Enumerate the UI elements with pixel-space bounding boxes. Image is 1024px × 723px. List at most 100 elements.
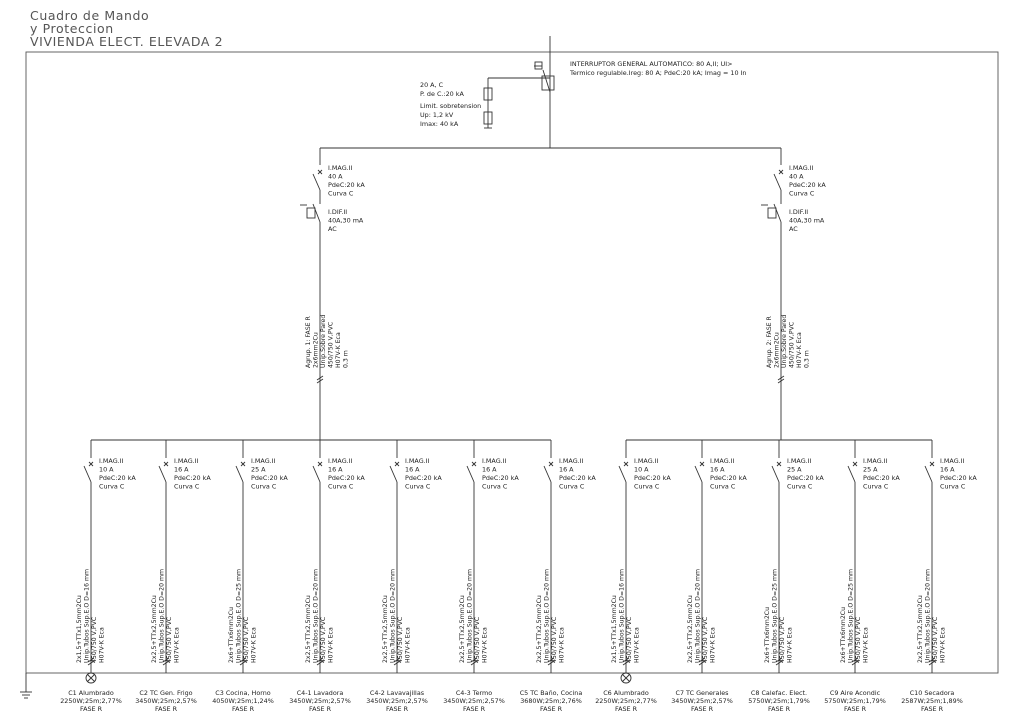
circuit-8-cable-label: 450/750 V,PVC bbox=[626, 617, 633, 663]
circuit-11-name: C9 Aire Acondic bbox=[830, 689, 881, 697]
group-2-breaker-label: Curva C bbox=[789, 190, 815, 198]
circuit-12-breaker-label: Curva C bbox=[940, 483, 966, 491]
group-1-toroid bbox=[306, 207, 316, 219]
circuit-4-breaker-label: I.MAG.II bbox=[328, 457, 353, 465]
circuit-12-load: 2587W;25m;1,89% bbox=[901, 697, 963, 705]
circuit-12-breaker-label: 16 A bbox=[940, 466, 955, 474]
circuit-9-cable-label: Unip.Tubos Sup.E.O D=20 mm bbox=[695, 569, 702, 663]
circuit-3-cable-label: 2x6+TTx6mm2Cu bbox=[228, 607, 235, 663]
group-2-cable-label: 2x6mm2Cu bbox=[774, 332, 781, 368]
circuit-5-cable-label: 450/750 V,PVC bbox=[397, 617, 404, 663]
circuit-10-breaker-cross bbox=[776, 461, 782, 467]
group-1-cable-label: H07V-K Eca bbox=[335, 332, 342, 368]
circuit-5-cable-label: Unip.Tubos Sup.E.O D=20 mm bbox=[390, 569, 397, 663]
group-2-magnetotermico-cross bbox=[778, 169, 784, 175]
group-2-cable-label: Agrup. 2: FASE R bbox=[766, 315, 773, 368]
circuit-12-cable-mark bbox=[928, 660, 936, 666]
circuit-1-lamp-icon-x bbox=[87, 674, 95, 682]
circuit-10-cable-mark bbox=[775, 660, 783, 666]
circuit-10-cable-label: H07V-K Eca bbox=[787, 627, 794, 663]
circuit-12-breaker-label: PdeC:20 kA bbox=[940, 474, 977, 482]
surge-limiter-label: Imax: 40 kA bbox=[420, 120, 459, 128]
circuit-6-breaker-label: PdeC:20 kA bbox=[482, 474, 519, 482]
circuit-6-load: 3450W;25m;2,57% bbox=[443, 697, 505, 705]
circuit-6-cable-label: 450/750 V,PVC bbox=[474, 617, 481, 663]
circuit-8-breaker-cross bbox=[623, 461, 629, 467]
circuit-2-cable-label: H07V-K Eca bbox=[174, 627, 181, 663]
circuit-10-breaker-label: 25 A bbox=[787, 466, 802, 474]
circuit-11-load: 5750W;25m;1,79% bbox=[824, 697, 886, 705]
group-1-cable-label: 0,3 m bbox=[343, 350, 350, 368]
circuit-4-breaker-cross bbox=[317, 461, 323, 467]
group-1-differential-label: I.DIF.II bbox=[328, 208, 347, 216]
circuit-2-cable-label: Unip.Tubos Sup.E.O D=20 mm bbox=[159, 569, 166, 663]
circuit-1-breaker-label: 10 A bbox=[99, 466, 114, 474]
circuit-3-cable-label: H07V-K Eca bbox=[251, 627, 258, 663]
circuit-7-breaker-cross bbox=[548, 461, 554, 467]
circuit-11-breaker-label: 25 A bbox=[863, 466, 878, 474]
circuit-3-phase: FASE R bbox=[232, 705, 255, 713]
group-1-breaker-label: I.MAG.II bbox=[328, 164, 353, 172]
group-2-cable-label: 450/750 V,PVC bbox=[789, 322, 796, 368]
circuit-8-lamp-icon bbox=[620, 672, 632, 684]
group-1-cable-mark bbox=[316, 375, 324, 381]
circuit-1-cable-label: 450/750 V,PVC bbox=[91, 617, 98, 663]
main-breaker-blade bbox=[542, 69, 551, 93]
circuit-10-name: C8 Calefac. Elect. bbox=[751, 689, 807, 697]
circuit-11-cable-label: 2x6+TTx6mm2Cu bbox=[840, 607, 847, 663]
group-2-cable-label: H07V-K Eca bbox=[796, 332, 803, 368]
circuit-7-cable-label: 2x2,5+TTx2,5mm2Cu bbox=[536, 595, 543, 663]
circuit-9-load: 3450W;25m;2,57% bbox=[671, 697, 733, 705]
circuit-3-breaker-cross bbox=[240, 461, 246, 467]
circuit-2-cable-label: 2x2,5+TTx2,5mm2Cu bbox=[151, 595, 158, 663]
circuit-8-cable-mark bbox=[622, 660, 630, 666]
circuit-1-breaker-label: I.MAG.II bbox=[99, 457, 124, 465]
circuit-5-cable-mark bbox=[393, 657, 401, 663]
circuit-8-load: 2250W;25m;2,77% bbox=[595, 697, 657, 705]
circuit-1-name: C1 Alumbrado bbox=[68, 689, 114, 697]
circuit-12-breaker-cross bbox=[929, 461, 935, 467]
circuit-9-breaker bbox=[694, 465, 703, 483]
circuit-3-breaker-label: 25 A bbox=[251, 466, 266, 474]
circuit-7-breaker-label: 16 A bbox=[559, 466, 574, 474]
circuit-3-breaker-label: I.MAG.II bbox=[251, 457, 276, 465]
group-1-breaker-label: 40 A bbox=[328, 173, 343, 181]
circuit-6-breaker bbox=[466, 465, 475, 483]
circuit-1-cable-mark bbox=[87, 660, 95, 666]
circuit-4-cable-mark bbox=[316, 660, 324, 666]
circuit-2-breaker-label: I.MAG.II bbox=[174, 457, 199, 465]
circuit-7-cable-mark bbox=[547, 657, 555, 663]
group-2-magnetotermico bbox=[773, 173, 782, 191]
circuit-2-breaker-label: Curva C bbox=[174, 483, 200, 491]
circuit-4-cable-label: Unip.Tubos Sup.E.O D=20 mm bbox=[313, 569, 320, 663]
circuit-10-cable-label: 450/750 V,PVC bbox=[779, 617, 786, 663]
surge-fuse-label: P. de C.:20 kA bbox=[420, 90, 464, 98]
group-1-cable-label: 450/750 V,PVC bbox=[328, 322, 335, 368]
circuit-4-load: 3450W;25m;2,57% bbox=[289, 697, 351, 705]
group-2-differential-label: I.DIF.II bbox=[789, 208, 808, 216]
circuit-1-phase: FASE R bbox=[80, 705, 103, 713]
circuit-11-cable-mark bbox=[851, 660, 859, 666]
circuit-11-breaker bbox=[847, 465, 856, 483]
circuit-7-cable-label: Unip.Tubos Sup.E.O D=20 mm bbox=[544, 569, 551, 663]
circuit-6-cable-label: H07V-K Eca bbox=[482, 627, 489, 663]
circuit-1-cable-mark bbox=[87, 657, 95, 663]
main-breaker-body bbox=[541, 75, 555, 91]
circuit-1-breaker-cross bbox=[88, 461, 94, 467]
circuit-10-breaker-label: PdeC:20 kA bbox=[787, 474, 824, 482]
circuit-9-breaker-label: Curva C bbox=[710, 483, 736, 491]
circuit-1-cable-label: H07V-K Eca bbox=[99, 627, 106, 663]
group-2-differential bbox=[773, 203, 782, 223]
circuit-7-breaker bbox=[543, 465, 552, 483]
circuit-6-cable-label: Unip.Tubos Sup.E.O D=20 mm bbox=[467, 569, 474, 663]
circuit-3-breaker-label: Curva C bbox=[251, 483, 277, 491]
circuit-7-phase: FASE R bbox=[540, 705, 563, 713]
circuit-8-breaker bbox=[618, 465, 627, 483]
circuit-9-breaker-label: I.MAG.II bbox=[710, 457, 735, 465]
circuit-9-cable-label: 450/750 V,PVC bbox=[702, 617, 709, 663]
group-2-breaker-label: PdeC:20 kA bbox=[789, 181, 826, 189]
circuit-4-breaker-label: Curva C bbox=[328, 483, 354, 491]
circuit-9-cable-mark bbox=[698, 660, 706, 666]
circuit-1-cable-label: 2x1,5+TTx1,5mm2Cu bbox=[76, 595, 83, 663]
circuit-5-breaker-label: I.MAG.II bbox=[405, 457, 430, 465]
